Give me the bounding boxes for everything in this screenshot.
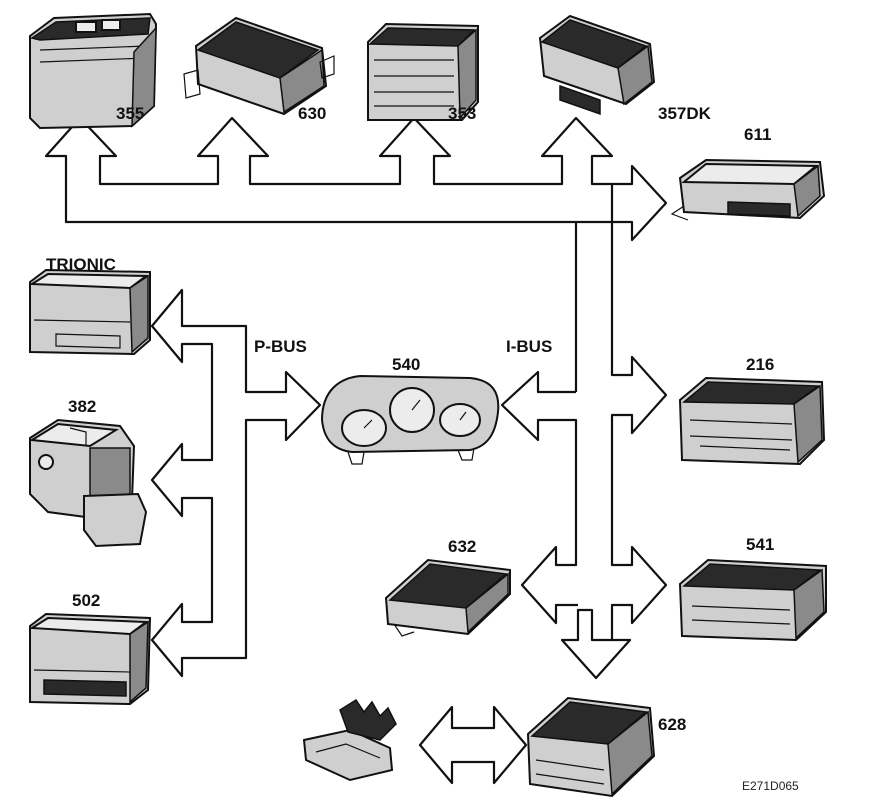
- label-382: 382: [68, 397, 96, 416]
- i-bus-top-branch: [44, 116, 668, 392]
- label-540: 540: [392, 355, 420, 374]
- diagnostic-link-arrow: [418, 705, 528, 785]
- label-355: 355: [116, 104, 144, 123]
- figure-code: E271D065: [742, 779, 799, 793]
- module-502[interactable]: [28, 612, 152, 706]
- module-382[interactable]: [28, 418, 148, 548]
- module-216[interactable]: [678, 376, 826, 466]
- module-540-instrument-cluster[interactable]: [320, 374, 500, 465]
- module-628[interactable]: [526, 696, 656, 798]
- label-628: 628: [658, 715, 686, 734]
- label-353: 353: [448, 104, 476, 123]
- module-355[interactable]: [29, 12, 158, 130]
- label-502: 502: [72, 591, 100, 610]
- label-630: 630: [298, 104, 326, 123]
- module-632[interactable]: [384, 558, 511, 637]
- module-trionic[interactable]: [28, 268, 151, 356]
- label-357dk: 357DK: [658, 104, 712, 123]
- diagnostic-connector[interactable]: [302, 698, 397, 782]
- module-353[interactable]: [367, 22, 479, 121]
- module-541[interactable]: [678, 558, 827, 642]
- module-357dk[interactable]: [538, 14, 656, 116]
- label-216: 216: [746, 355, 774, 374]
- module-630[interactable]: [183, 16, 335, 116]
- label-trionic: TRIONIC: [46, 255, 116, 274]
- label-541: 541: [746, 535, 774, 554]
- i-bus-trunk: [500, 222, 668, 680]
- module-611[interactable]: [670, 158, 826, 221]
- label-p-bus: P-BUS: [254, 337, 307, 356]
- p-bus: [150, 288, 322, 678]
- label-611: 611: [744, 125, 771, 144]
- label-i-bus: I-BUS: [506, 337, 552, 356]
- label-632: 632: [448, 537, 476, 556]
